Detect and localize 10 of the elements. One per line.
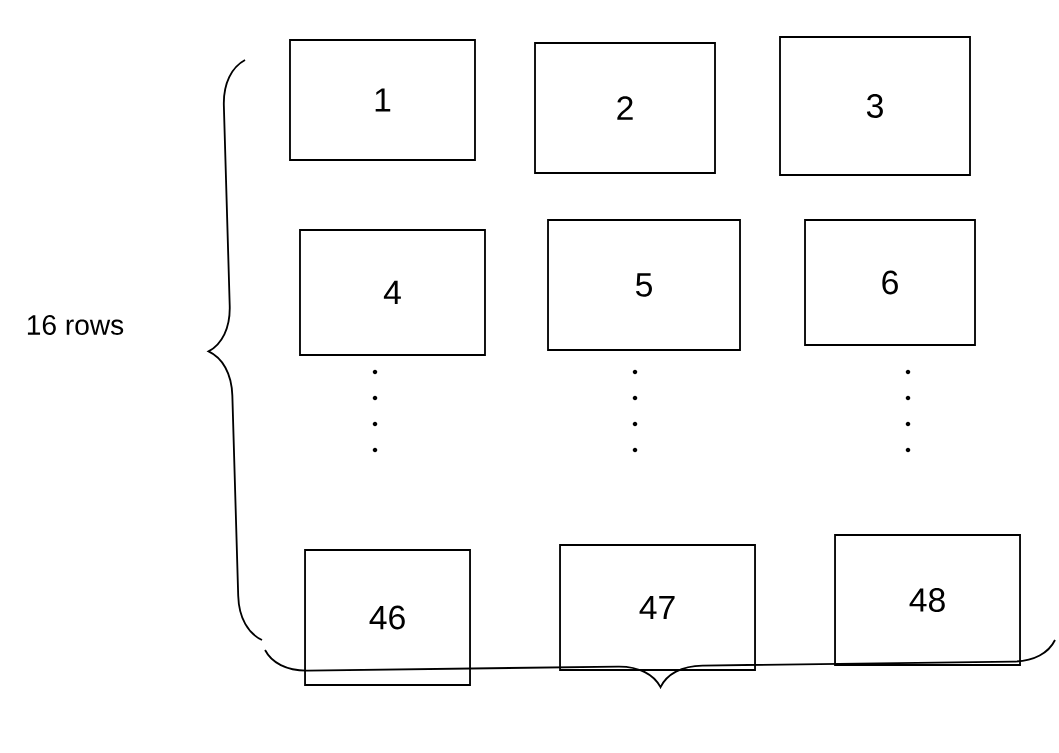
numbered-box: 3 [779,36,971,176]
numbered-box: 47 [559,544,756,671]
numbered-box: 5 [547,219,741,351]
row-count-label: 16 rows [27,315,124,335]
numbered-box: 6 [804,219,976,346]
numbered-box: 2 [534,42,716,174]
numbered-box: 48 [834,534,1021,666]
numbered-box: 1 [289,39,476,161]
numbered-box: 4 [299,229,486,356]
numbered-box: 46 [304,549,471,686]
